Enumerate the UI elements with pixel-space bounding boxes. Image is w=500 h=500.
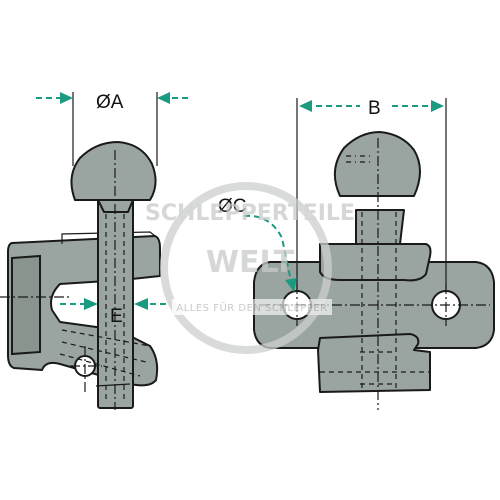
label-dim-a: ØA	[96, 92, 124, 113]
front-lower-boss	[317, 333, 431, 393]
side-ball	[70, 141, 157, 201]
watermark-logo: SCHLEPPERTEILE WELT ALLES FÜR DEN SCHLEP…	[145, 182, 355, 354]
dimension-c: ØC	[218, 196, 297, 292]
watermark-line2: WELT	[206, 245, 295, 280]
dimension-e: E	[60, 298, 168, 327]
label-dim-c: ØC	[218, 196, 247, 217]
dimension-b: B	[296, 98, 447, 290]
watermark-banner: ALLES FÜR DEN SCHLEPPER	[176, 301, 327, 314]
label-dim-e: E	[110, 306, 123, 327]
label-dim-b: B	[368, 98, 381, 119]
front-view	[253, 131, 495, 410]
dimension-a: ØA	[36, 92, 190, 166]
side-view	[0, 141, 161, 410]
front-upper-boss	[319, 243, 432, 282]
side-slot	[11, 254, 41, 356]
watermark-line1: SCHLEPPERTEILE	[145, 201, 355, 226]
